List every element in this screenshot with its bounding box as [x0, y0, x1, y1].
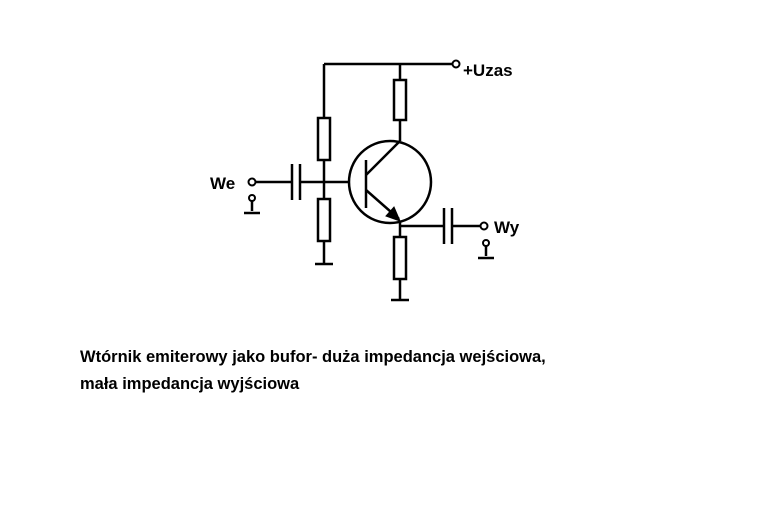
supply-label: +Uzas: [463, 61, 513, 80]
input-label: We: [210, 174, 235, 193]
output-section: Wy: [400, 208, 520, 260]
caption: Wtórnik emiterowy jako bufor- duża imped…: [80, 344, 740, 398]
bias-divider: [315, 64, 333, 266]
caption-line-1: Wtórnik emiterowy jako bufor- duża imped…: [80, 348, 546, 366]
caption-line-2: mała impedancja wyjściowa: [80, 375, 300, 393]
emitter-resistor: [392, 235, 408, 281]
output-terminal: [479, 221, 489, 231]
emitter-branch: [391, 221, 409, 302]
emitter-arrow-icon: [385, 206, 401, 222]
input-ground-terminal: [248, 194, 256, 202]
input-terminal: [247, 177, 257, 187]
supply-rail: +Uzas: [324, 59, 513, 80]
bias-resistor-top: [316, 116, 332, 162]
output-ground-terminal: [482, 239, 490, 247]
supply-terminal: [451, 59, 461, 69]
transistor-collector: [365, 140, 401, 176]
transistor-envelope: [347, 139, 433, 225]
collector-resistor: [392, 78, 408, 122]
collector-branch: [392, 64, 408, 141]
input-section: We: [210, 164, 366, 215]
npn-transistor: [347, 139, 433, 225]
output-label: Wy: [494, 218, 520, 237]
bias-resistor-bottom: [316, 197, 332, 243]
